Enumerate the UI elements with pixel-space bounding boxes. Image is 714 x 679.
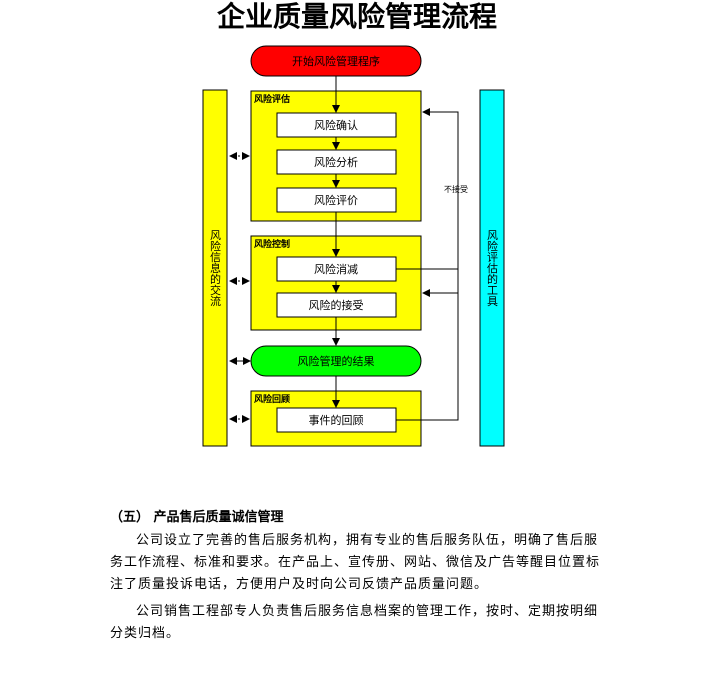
reduce-box bbox=[276, 256, 397, 282]
evaluate-box bbox=[276, 187, 397, 213]
event-review-box bbox=[276, 407, 397, 433]
result-label: 风险管理的结果 bbox=[298, 354, 375, 368]
paragraph-2: 公司销售工程部专人负责售后服务信息档案的管理工作，按时、定期按明细分类归档。 bbox=[110, 604, 599, 641]
analyze-box bbox=[276, 149, 397, 175]
feedback-loop bbox=[396, 108, 459, 421]
left-bar bbox=[202, 89, 228, 447]
review-label: 风险回顾 bbox=[254, 393, 290, 405]
event-review-label: 事件的回顾 bbox=[309, 413, 364, 427]
accept-label: 风险的接受 bbox=[309, 298, 364, 312]
analyze-label: 风险分析 bbox=[314, 155, 358, 169]
control-label: 风险控制 bbox=[254, 238, 290, 250]
start-label: 开始风险管理程序 bbox=[292, 54, 380, 68]
right-bar-label: 风险评估的工具 bbox=[486, 229, 499, 306]
left-bar-label: 风险信息的交流 bbox=[209, 229, 222, 306]
reduce-label: 风险消减 bbox=[314, 262, 358, 276]
not-accepted-label: 不接受 bbox=[444, 184, 468, 194]
page-title: 企业质量风险管理流程 bbox=[216, 0, 497, 33]
communication-arrows bbox=[229, 152, 250, 423]
evaluate-label: 风险评价 bbox=[314, 193, 358, 207]
section-heading: （五） 产品售后质量诚信管理 bbox=[110, 510, 284, 525]
identify-label: 风险确认 bbox=[314, 118, 358, 132]
paragraph-1: 公司设立了完善的售后服务机构，拥有专业的售后服务队伍，明确了售后服务工作流程、标… bbox=[110, 533, 601, 592]
right-bar bbox=[479, 89, 505, 447]
assessment-label: 风险评估 bbox=[254, 93, 290, 105]
identify-box bbox=[276, 112, 397, 138]
